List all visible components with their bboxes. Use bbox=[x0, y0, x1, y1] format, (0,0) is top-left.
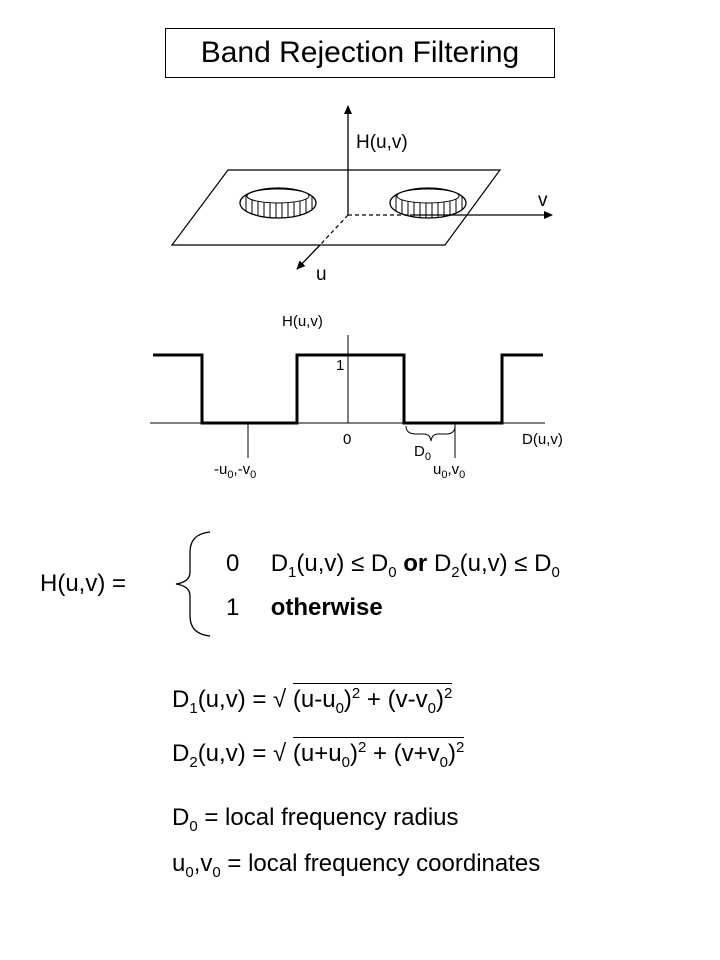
sqrt-symbol: √ bbox=[273, 740, 287, 767]
d0-brace bbox=[405, 425, 456, 442]
sqrt-symbol: √ bbox=[273, 686, 287, 713]
case-2-row: 1 otherwise bbox=[226, 596, 383, 620]
surface-plot: H(u,v) v u bbox=[170, 105, 553, 285]
piecewise-brace bbox=[175, 531, 211, 637]
notch-left bbox=[239, 187, 317, 219]
formula-d2: D2(u,v) = √ (u+u0)2 + (v+v0)2 bbox=[172, 737, 465, 771]
frequency-plane bbox=[170, 169, 502, 246]
otherwise-keyword: otherwise bbox=[270, 594, 383, 621]
pos-point-label: u0,v0 bbox=[433, 461, 465, 481]
page-title: Band Rejection Filtering bbox=[200, 36, 520, 69]
d0-label: D0 bbox=[414, 443, 431, 463]
profile-plot: H(u,v) D(u,v) 1 0 D0 -u0,-v0 u0,v0 bbox=[150, 313, 563, 481]
title-box: Band Rejection Filtering bbox=[165, 28, 555, 78]
surface-h-label: H(u,v) bbox=[356, 132, 408, 153]
d0-definition: D0 = local frequency radius bbox=[172, 804, 459, 835]
notch-right bbox=[389, 187, 467, 219]
u-axis-dashed bbox=[319, 214, 349, 246]
case-2-value: 1 bbox=[226, 594, 240, 621]
or-keyword: or bbox=[403, 550, 428, 577]
definition-lhs: H(u,v) = bbox=[40, 570, 127, 597]
surface-v-label: v bbox=[538, 190, 548, 211]
formula-d1: D1(u,v) = √ (u-u0)2 + (v-v0)2 bbox=[172, 683, 453, 717]
neg-point-label: -u0,-v0 bbox=[214, 461, 256, 481]
profile-x-label: D(u,v) bbox=[522, 431, 563, 448]
profile-curve bbox=[153, 353, 543, 425]
tick-zero-label: 0 bbox=[343, 431, 351, 448]
tick-one-label: 1 bbox=[336, 357, 344, 374]
case-1-value: 0 bbox=[226, 550, 240, 577]
uv-definition: u0,v0 = local frequency coordinates bbox=[172, 850, 541, 881]
u-axis-arrow bbox=[296, 244, 321, 270]
surface-u-label: u bbox=[316, 264, 327, 285]
profile-y-label: H(u,v) bbox=[282, 313, 323, 330]
case-1-row: 0 D1(u,v) ≤ D0 or D2(u,v) ≤ D0 bbox=[226, 550, 560, 581]
